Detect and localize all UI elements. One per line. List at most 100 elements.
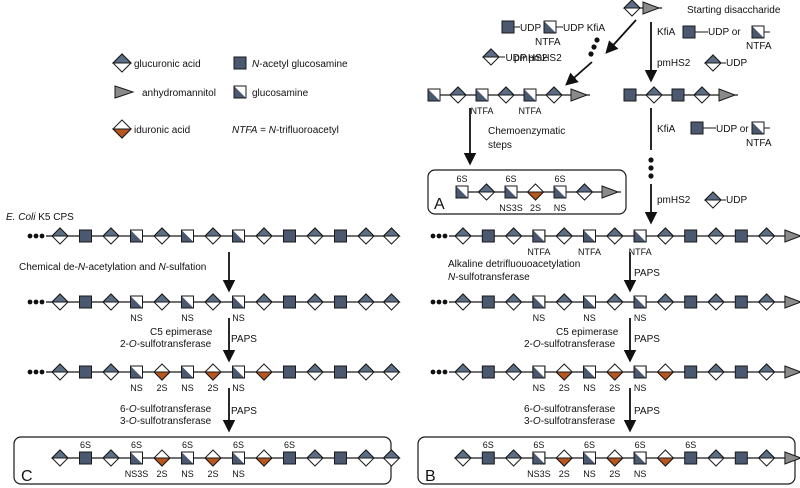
glucosamine-outline bbox=[130, 295, 143, 309]
glucosamine-fill bbox=[752, 26, 764, 38]
chain-label-above: 6S bbox=[284, 440, 295, 450]
arrow-start-left bbox=[605, 19, 637, 54]
chain-continuation-dot bbox=[436, 369, 442, 375]
n-acetyl-glucosamine-unit bbox=[79, 365, 92, 379]
glucosamine-outline bbox=[523, 88, 537, 102]
glucosamine-outline bbox=[532, 365, 546, 379]
anhydromannitol-unit bbox=[784, 229, 800, 243]
left-paps-2: PAPS bbox=[231, 406, 257, 417]
iduronic-fill bbox=[605, 457, 625, 467]
left-step1-label: Chemical de-N-acetylation and N-sulfatio… bbox=[19, 262, 206, 273]
chain-label-below: NS bbox=[583, 469, 596, 479]
glucosamine-fill bbox=[583, 452, 596, 464]
chain-continuation-dot bbox=[33, 233, 39, 239]
chain-label-below: NS3S bbox=[527, 469, 551, 479]
starting-disaccharide-label: Starting disaccharide bbox=[687, 5, 781, 16]
chain-label-below: NS bbox=[533, 313, 546, 323]
left-paps-1: PAPS bbox=[231, 334, 257, 345]
glucuronic-fill bbox=[382, 449, 401, 459]
right-3o-label: 3-O-sulfotransferase bbox=[524, 416, 616, 427]
box-a-label: A bbox=[434, 196, 445, 213]
glucuronic-fill bbox=[203, 227, 223, 237]
chain-continuation-dot bbox=[39, 299, 45, 305]
anhydromannitol-unit bbox=[718, 88, 737, 102]
glucosamine-fill bbox=[634, 366, 647, 378]
arrow-to-left-chain bbox=[565, 61, 593, 86]
right-6o-label: 6-O-sulfotransferase bbox=[524, 404, 616, 415]
chain-label-below: 2S bbox=[609, 383, 620, 393]
chain-label-above: 6S bbox=[533, 440, 544, 450]
glucuronic-fill bbox=[101, 293, 121, 303]
glucosamine-outline bbox=[232, 451, 245, 465]
vertical-dots bbox=[588, 37, 654, 179]
chain-continuation-dot bbox=[442, 299, 448, 305]
chain-label-below: NS bbox=[634, 383, 647, 393]
chain-label-below: 2S bbox=[609, 469, 620, 479]
glucuronic-fill bbox=[382, 227, 401, 237]
glucuronic-fill bbox=[152, 293, 172, 303]
glucuronic-fill bbox=[703, 191, 723, 201]
chain-label-above: 6S bbox=[505, 174, 516, 184]
pmhs2-left-donor-label: pmHS2 bbox=[528, 53, 562, 64]
chain-label-below: NS bbox=[634, 313, 647, 323]
chain-label-below: 2S bbox=[559, 469, 570, 479]
glucuronic-fill bbox=[356, 293, 376, 303]
top-right-texts: Starting disaccharide UDP or UDP KfiA NT… bbox=[488, 5, 781, 206]
chain-continuation-dot bbox=[39, 369, 45, 375]
glucuronic-fill bbox=[305, 227, 325, 237]
glucosamine-outline bbox=[130, 451, 143, 465]
glucosamine-outline bbox=[633, 229, 647, 243]
box-a bbox=[427, 169, 627, 215]
right-nsulfo-label: N-sulfotransferase bbox=[448, 272, 530, 283]
right-alk-label: Alkaline detrifluouoacetylation bbox=[448, 259, 580, 270]
glucuronic-fill bbox=[605, 227, 625, 237]
chain-label-below: NS3S bbox=[499, 203, 523, 213]
chain-label-below: NTFA bbox=[470, 106, 493, 116]
n-acetyl-glucosamine-unit bbox=[283, 295, 296, 309]
left-2o-label: 2-O-sulfotransferase bbox=[120, 339, 212, 350]
iduronic-fill bbox=[554, 457, 574, 467]
iduronic-fill bbox=[254, 457, 274, 467]
kfia-right-label-2: KfiA bbox=[657, 124, 676, 135]
glucuronic-fill bbox=[757, 293, 776, 303]
chain-continuation-dot bbox=[442, 233, 448, 239]
chain-label-below: NTFA bbox=[578, 247, 601, 257]
chain-continuation-dot bbox=[430, 233, 436, 239]
right-2o-label: 2-O-sulfotransferase bbox=[524, 339, 616, 350]
right-column-texts: Alkaline detrifluouoacetylation N-sulfot… bbox=[448, 259, 660, 427]
anhydromannitol-unit bbox=[642, 1, 661, 15]
chain-label-below: NS bbox=[130, 313, 143, 323]
n-acetyl-glucosamine-unit bbox=[334, 229, 347, 243]
glucosamine-outline bbox=[232, 365, 245, 379]
anhydromannitol-unit bbox=[570, 88, 589, 102]
n-acetyl-glucosamine-unit bbox=[734, 365, 748, 379]
anhydromannitol-unit bbox=[784, 295, 800, 309]
iduronic-fill bbox=[656, 457, 675, 467]
right-paps-1: PAPS bbox=[634, 268, 660, 279]
arrows bbox=[222, 19, 658, 433]
iduronic-fill bbox=[526, 191, 545, 201]
chain-label-below: NS bbox=[583, 383, 596, 393]
n-acetyl-glucosamine-unit bbox=[684, 295, 698, 309]
glucuronic-fill bbox=[453, 293, 473, 303]
glucosamine-fill bbox=[532, 366, 545, 378]
chain-continuation-dot bbox=[27, 299, 33, 305]
n-acetyl-glucosamine-unit bbox=[684, 229, 698, 243]
glucuronic-fill bbox=[453, 363, 473, 373]
pmhs2-right-label-1: pmHS2 bbox=[657, 58, 691, 69]
n-acetyl-glucosamine-unit bbox=[734, 295, 748, 309]
glucuronic-fill bbox=[706, 363, 726, 373]
n-acetyl-glucosamine-unit bbox=[334, 451, 347, 465]
glucuronic-fill bbox=[305, 363, 325, 373]
chain-label-below: NS bbox=[181, 383, 194, 393]
glucuronic-acid-icon bbox=[111, 53, 133, 73]
chain-label-above: 6S bbox=[554, 174, 565, 184]
legend-glucuronic-label: glucuronic acid bbox=[134, 59, 201, 70]
glucosamine-fill bbox=[532, 452, 545, 464]
glucosamine-outline bbox=[232, 295, 245, 309]
glucosamine-outline bbox=[553, 185, 567, 199]
